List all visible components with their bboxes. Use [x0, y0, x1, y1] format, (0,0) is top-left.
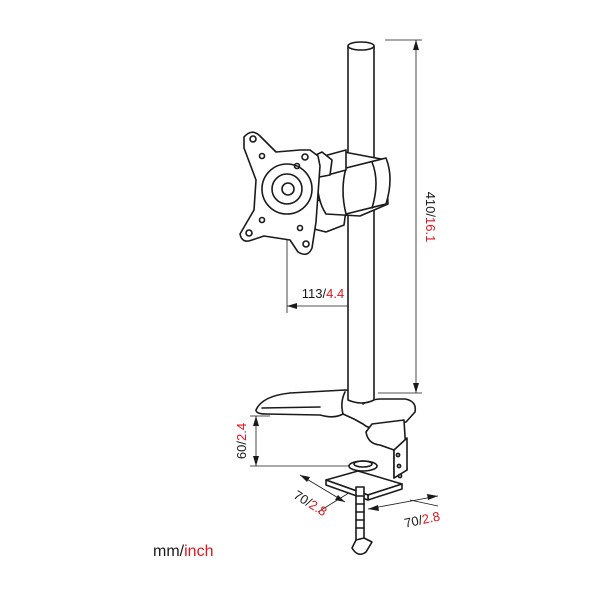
- clamp-width-label: 70/2.8: [291, 487, 330, 519]
- dimension-lines: [250, 39, 439, 513]
- clamp-height-label: 60/2.4: [234, 423, 249, 459]
- height-label: 410/16.1: [423, 192, 438, 243]
- desk-base: [255, 389, 417, 556]
- units-legend: mm/inch: [153, 543, 213, 560]
- depth-label: 113/4.4: [302, 286, 344, 301]
- vesa-plate: [239, 131, 321, 256]
- clamp-depth-label: 70/2.8: [403, 509, 442, 531]
- pole: [347, 41, 375, 404]
